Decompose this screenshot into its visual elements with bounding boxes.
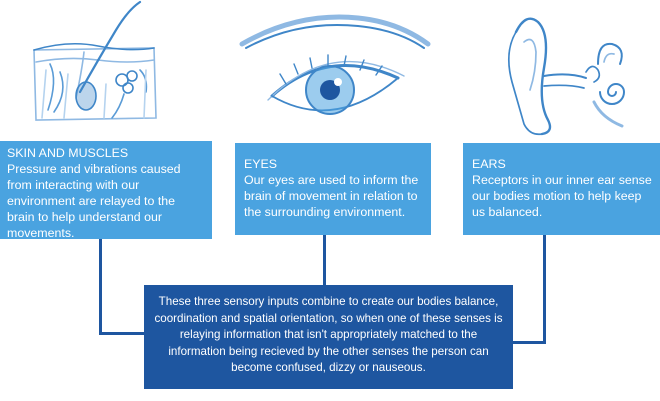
connector-skin-horizontal [99,332,145,335]
connector-ears-horizontal [512,341,546,344]
skin-and-muscles-text: Pressure and vibrations caused from inte… [7,162,181,240]
ears-title: EARS [472,157,506,171]
ears-text: Receptors in our inner ear sense our bod… [472,173,652,219]
connector-skin [99,239,102,335]
eyes-text: Our eyes are used to inform the brain of… [244,173,419,219]
connector-eyes [323,235,326,286]
skin-and-muscles-title: SKIN AND MUSCLES [7,146,129,160]
ear-illustration [507,17,626,136]
skin-muscle-illustration [33,0,157,121]
summary-text: These three sensory inputs combine to cr… [154,295,503,375]
connector-ears [543,235,546,344]
ears-panel: EARS Receptors in our inner ear sense ou… [463,143,660,235]
eyes-title: EYES [244,157,278,171]
eyes-panel: EYES Our eyes are used to inform the bra… [235,143,431,235]
summary-box: These three sensory inputs combine to cr… [144,285,513,389]
eye-illustration [239,14,431,115]
skin-and-muscles-panel: SKIN AND MUSCLES Pressure and vibrations… [0,141,212,240]
